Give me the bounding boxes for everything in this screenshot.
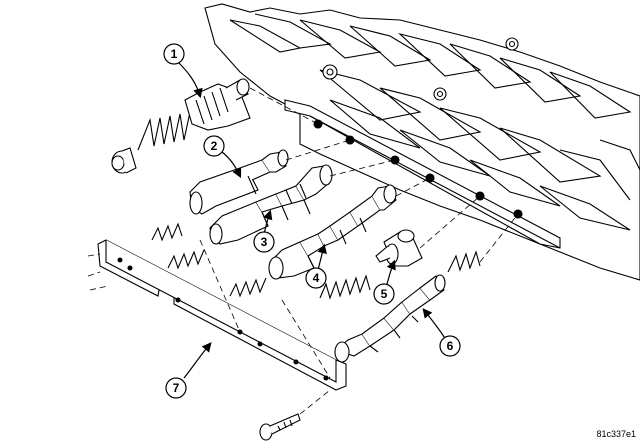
loose-springs [151, 222, 371, 300]
spring-b [167, 249, 205, 270]
part-7-retainer-plate [97, 239, 347, 391]
part-4-spool-valve [268, 184, 397, 280]
part-1-spring [137, 111, 191, 151]
callout-7: 7 [165, 377, 187, 399]
callout-6: 6 [439, 335, 461, 357]
part-2-spool-valve [189, 149, 289, 215]
alignment-lines [87, 87, 519, 415]
spring-c [229, 277, 267, 298]
svg-text:2: 2 [211, 139, 218, 153]
callout-1: 1 [163, 43, 185, 65]
svg-text:5: 5 [381, 287, 388, 301]
svg-text:6: 6 [447, 339, 454, 353]
valve-body [204, 3, 640, 281]
part-6-spring [447, 250, 481, 273]
callout-5: 5 [373, 283, 395, 305]
part-3-spool-valve [209, 164, 333, 245]
svg-text:7: 7 [173, 381, 180, 395]
callout-3: 3 [253, 231, 275, 253]
svg-text:3: 3 [261, 235, 268, 249]
figure-id: 81c337e1 [596, 429, 636, 439]
callout-4: 4 [305, 267, 327, 289]
part-5-valve-sleeve [375, 229, 423, 267]
spring-a [151, 222, 183, 242]
retainer-screw [259, 413, 301, 441]
svg-text:4: 4 [313, 271, 320, 285]
callout-leaders [177, 61, 447, 379]
svg-text:1: 1 [171, 47, 178, 61]
callout-2: 2 [203, 135, 225, 157]
spring-d [319, 274, 371, 300]
